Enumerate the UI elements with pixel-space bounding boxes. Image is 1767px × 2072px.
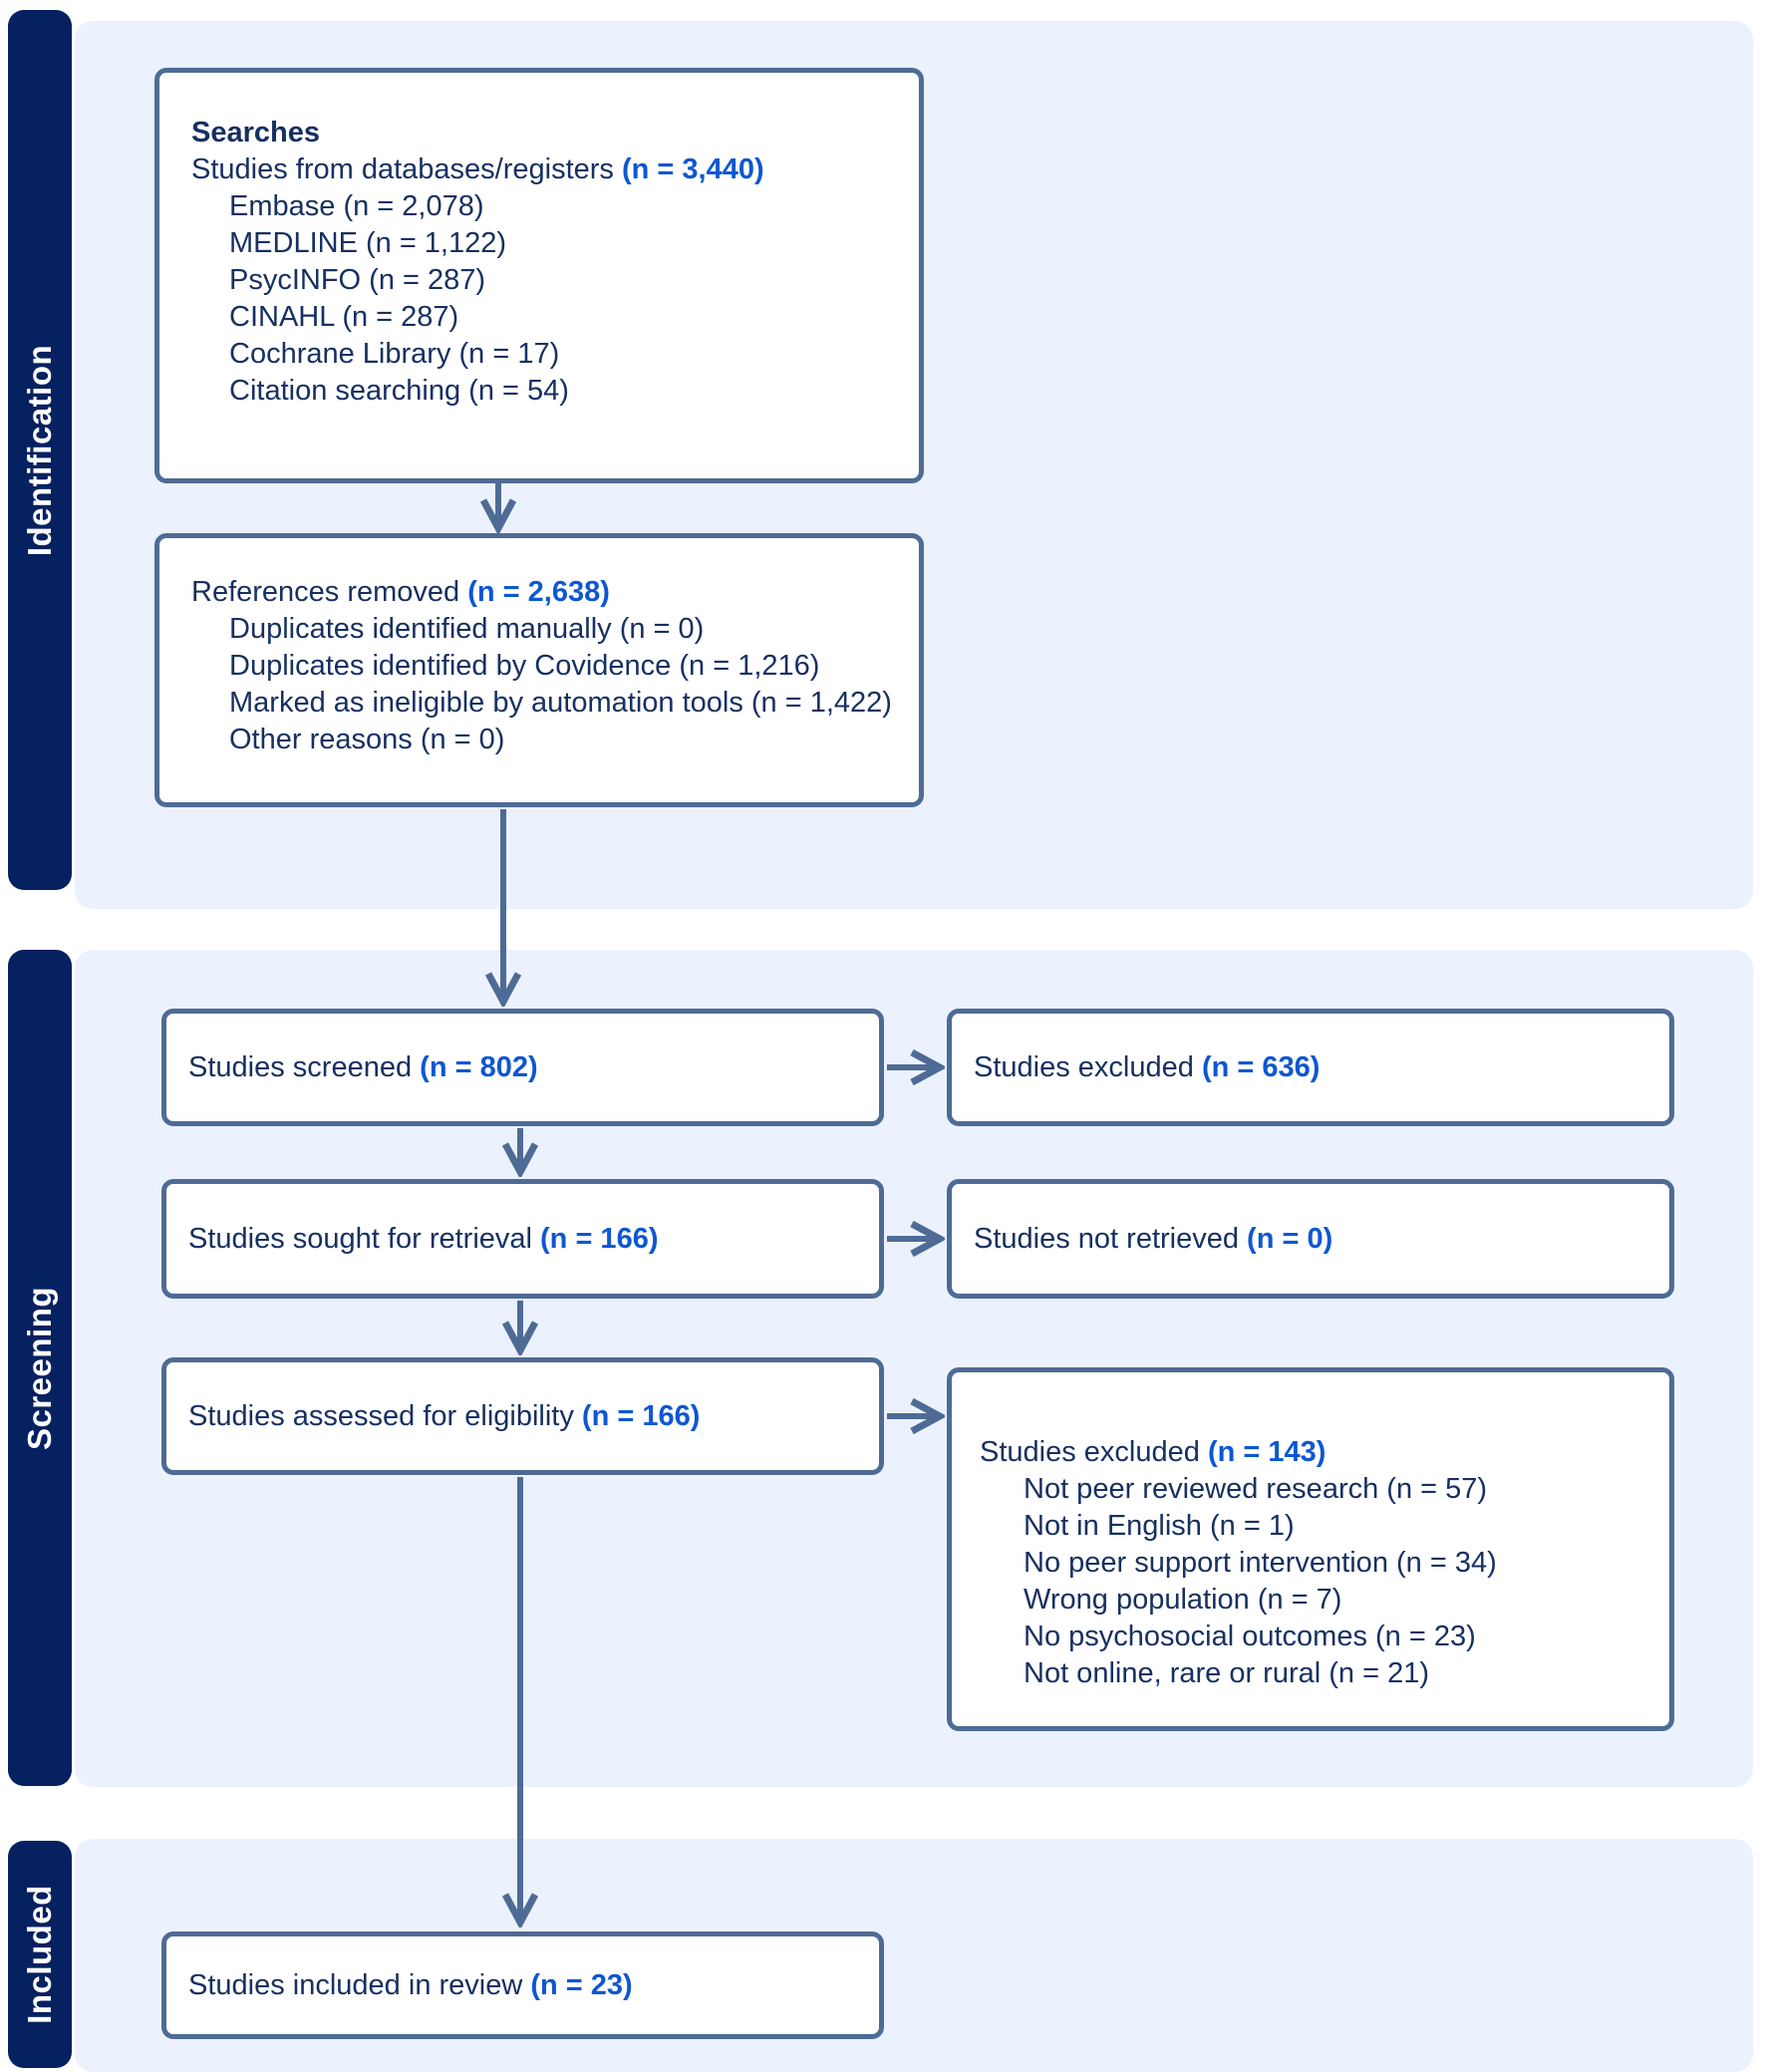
studies-included-label: Studies included in review	[188, 1968, 531, 2001]
studies-screened-label: Studies screened	[188, 1050, 421, 1083]
studies-included-text: Studies included in review (n = 23)	[188, 1967, 633, 2004]
searches-title: Searches	[191, 117, 320, 148]
studies-excluded-label: Studies excluded	[974, 1050, 1202, 1083]
studies-excluded-text: Studies excluded (n = 636)	[974, 1049, 1320, 1086]
identification-label-text: Identification	[21, 344, 58, 556]
exclusion-reason-item: Not peer reviewed research (n = 57)	[1024, 1473, 1488, 1505]
studies-not-retrieved-text: Studies not retrieved (n = 0)	[974, 1221, 1332, 1258]
studies-excluded-box: Studies excluded (n = 636)	[947, 1009, 1674, 1126]
studies-included-box: Studies included in review (n = 23)	[161, 1931, 884, 2039]
included-sidebar-label: Included	[8, 1841, 72, 2068]
references-removed-count: (n = 2,638)	[467, 576, 610, 608]
studies-excluded-reasons-box: Studies excluded (n = 143) Not peer revi…	[947, 1367, 1674, 1731]
excluded-reasons-count: (n = 143)	[1207, 1436, 1326, 1468]
arrow-sought-to-assessed	[501, 1301, 539, 1355]
removed-reason-item: Duplicates identified by Covidence (n = …	[229, 650, 820, 682]
references-removed-box: References removed (n = 2,638) Duplicate…	[154, 533, 924, 807]
studies-sought-box: Studies sought for retrieval (n = 166)	[161, 1179, 884, 1299]
studies-not-retrieved-count: (n = 0)	[1247, 1222, 1333, 1255]
references-removed-label: References removed	[191, 576, 468, 608]
studies-screened-box: Studies screened (n = 802)	[161, 1009, 884, 1126]
arrow-sought-to-not-retrieved	[887, 1220, 945, 1258]
studies-not-retrieved-label: Studies not retrieved	[974, 1222, 1248, 1255]
studies-assessed-text: Studies assessed for eligibility (n = 16…	[188, 1398, 700, 1435]
exclusion-reason-item: Not online, rare or rural (n = 21)	[1024, 1657, 1429, 1689]
identification-sidebar-label: Identification	[8, 10, 72, 890]
studies-sought-label: Studies sought for retrieval	[188, 1222, 541, 1255]
studies-excluded-count: (n = 636)	[1201, 1050, 1321, 1083]
searches-subtitle-label: Studies from databases/registers	[191, 153, 622, 185]
arrow-removed-to-screened	[484, 809, 522, 1007]
search-source-item: Embase (n = 2,078)	[229, 190, 484, 222]
arrow-searches-to-removed	[479, 481, 517, 533]
search-source-item: Citation searching (n = 54)	[229, 375, 569, 407]
removed-reason-item: Duplicates identified manually (n = 0)	[229, 613, 705, 645]
arrow-assessed-to-excluded-reasons	[887, 1397, 945, 1435]
removed-reason-item: Other reasons (n = 0)	[229, 724, 505, 755]
removed-reason-item: Marked as ineligible by automation tools…	[229, 687, 892, 719]
exclusion-reason-item: No peer support intervention (n = 34)	[1024, 1547, 1497, 1579]
studies-not-retrieved-box: Studies not retrieved (n = 0)	[947, 1179, 1674, 1299]
references-removed-title: References removed (n = 2,638)	[191, 574, 895, 611]
exclusion-reason-item: Not in English (n = 1)	[1024, 1510, 1295, 1542]
search-source-item: MEDLINE (n = 1,122)	[229, 227, 507, 259]
exclusion-reason-item: No psychosocial outcomes (n = 23)	[1024, 1621, 1476, 1652]
screening-label-text: Screening	[21, 1286, 58, 1450]
arrow-screened-to-sought	[501, 1128, 539, 1177]
search-source-item: CINAHL (n = 287)	[229, 301, 459, 333]
exclusion-reason-item: Wrong population (n = 7)	[1024, 1584, 1342, 1616]
included-label-text: Included	[21, 1885, 58, 2024]
excluded-reasons-title: Studies excluded (n = 143)	[980, 1434, 1649, 1471]
studies-sought-text: Studies sought for retrieval (n = 166)	[188, 1221, 658, 1258]
searches-subtitle: Studies from databases/registers (n = 3,…	[191, 151, 895, 188]
search-source-item: PsycINFO (n = 287)	[229, 264, 486, 296]
studies-assessed-box: Studies assessed for eligibility (n = 16…	[161, 1357, 884, 1475]
arrow-assessed-to-included	[501, 1477, 539, 1927]
studies-included-count: (n = 23)	[530, 1968, 633, 2001]
studies-assessed-count: (n = 166)	[581, 1399, 701, 1432]
studies-sought-count: (n = 166)	[540, 1222, 659, 1255]
studies-screened-text: Studies screened (n = 802)	[188, 1049, 538, 1086]
studies-assessed-label: Studies assessed for eligibility	[188, 1399, 582, 1432]
excluded-reasons-label: Studies excluded	[980, 1436, 1208, 1468]
searches-subtitle-count: (n = 3,440)	[621, 153, 764, 185]
studies-screened-count: (n = 802)	[420, 1050, 538, 1083]
search-source-item: Cochrane Library (n = 17)	[229, 338, 560, 370]
searches-box: Searches Studies from databases/register…	[154, 68, 924, 483]
screening-sidebar-label: Screening	[8, 950, 72, 1786]
arrow-screened-to-excluded	[887, 1048, 945, 1086]
